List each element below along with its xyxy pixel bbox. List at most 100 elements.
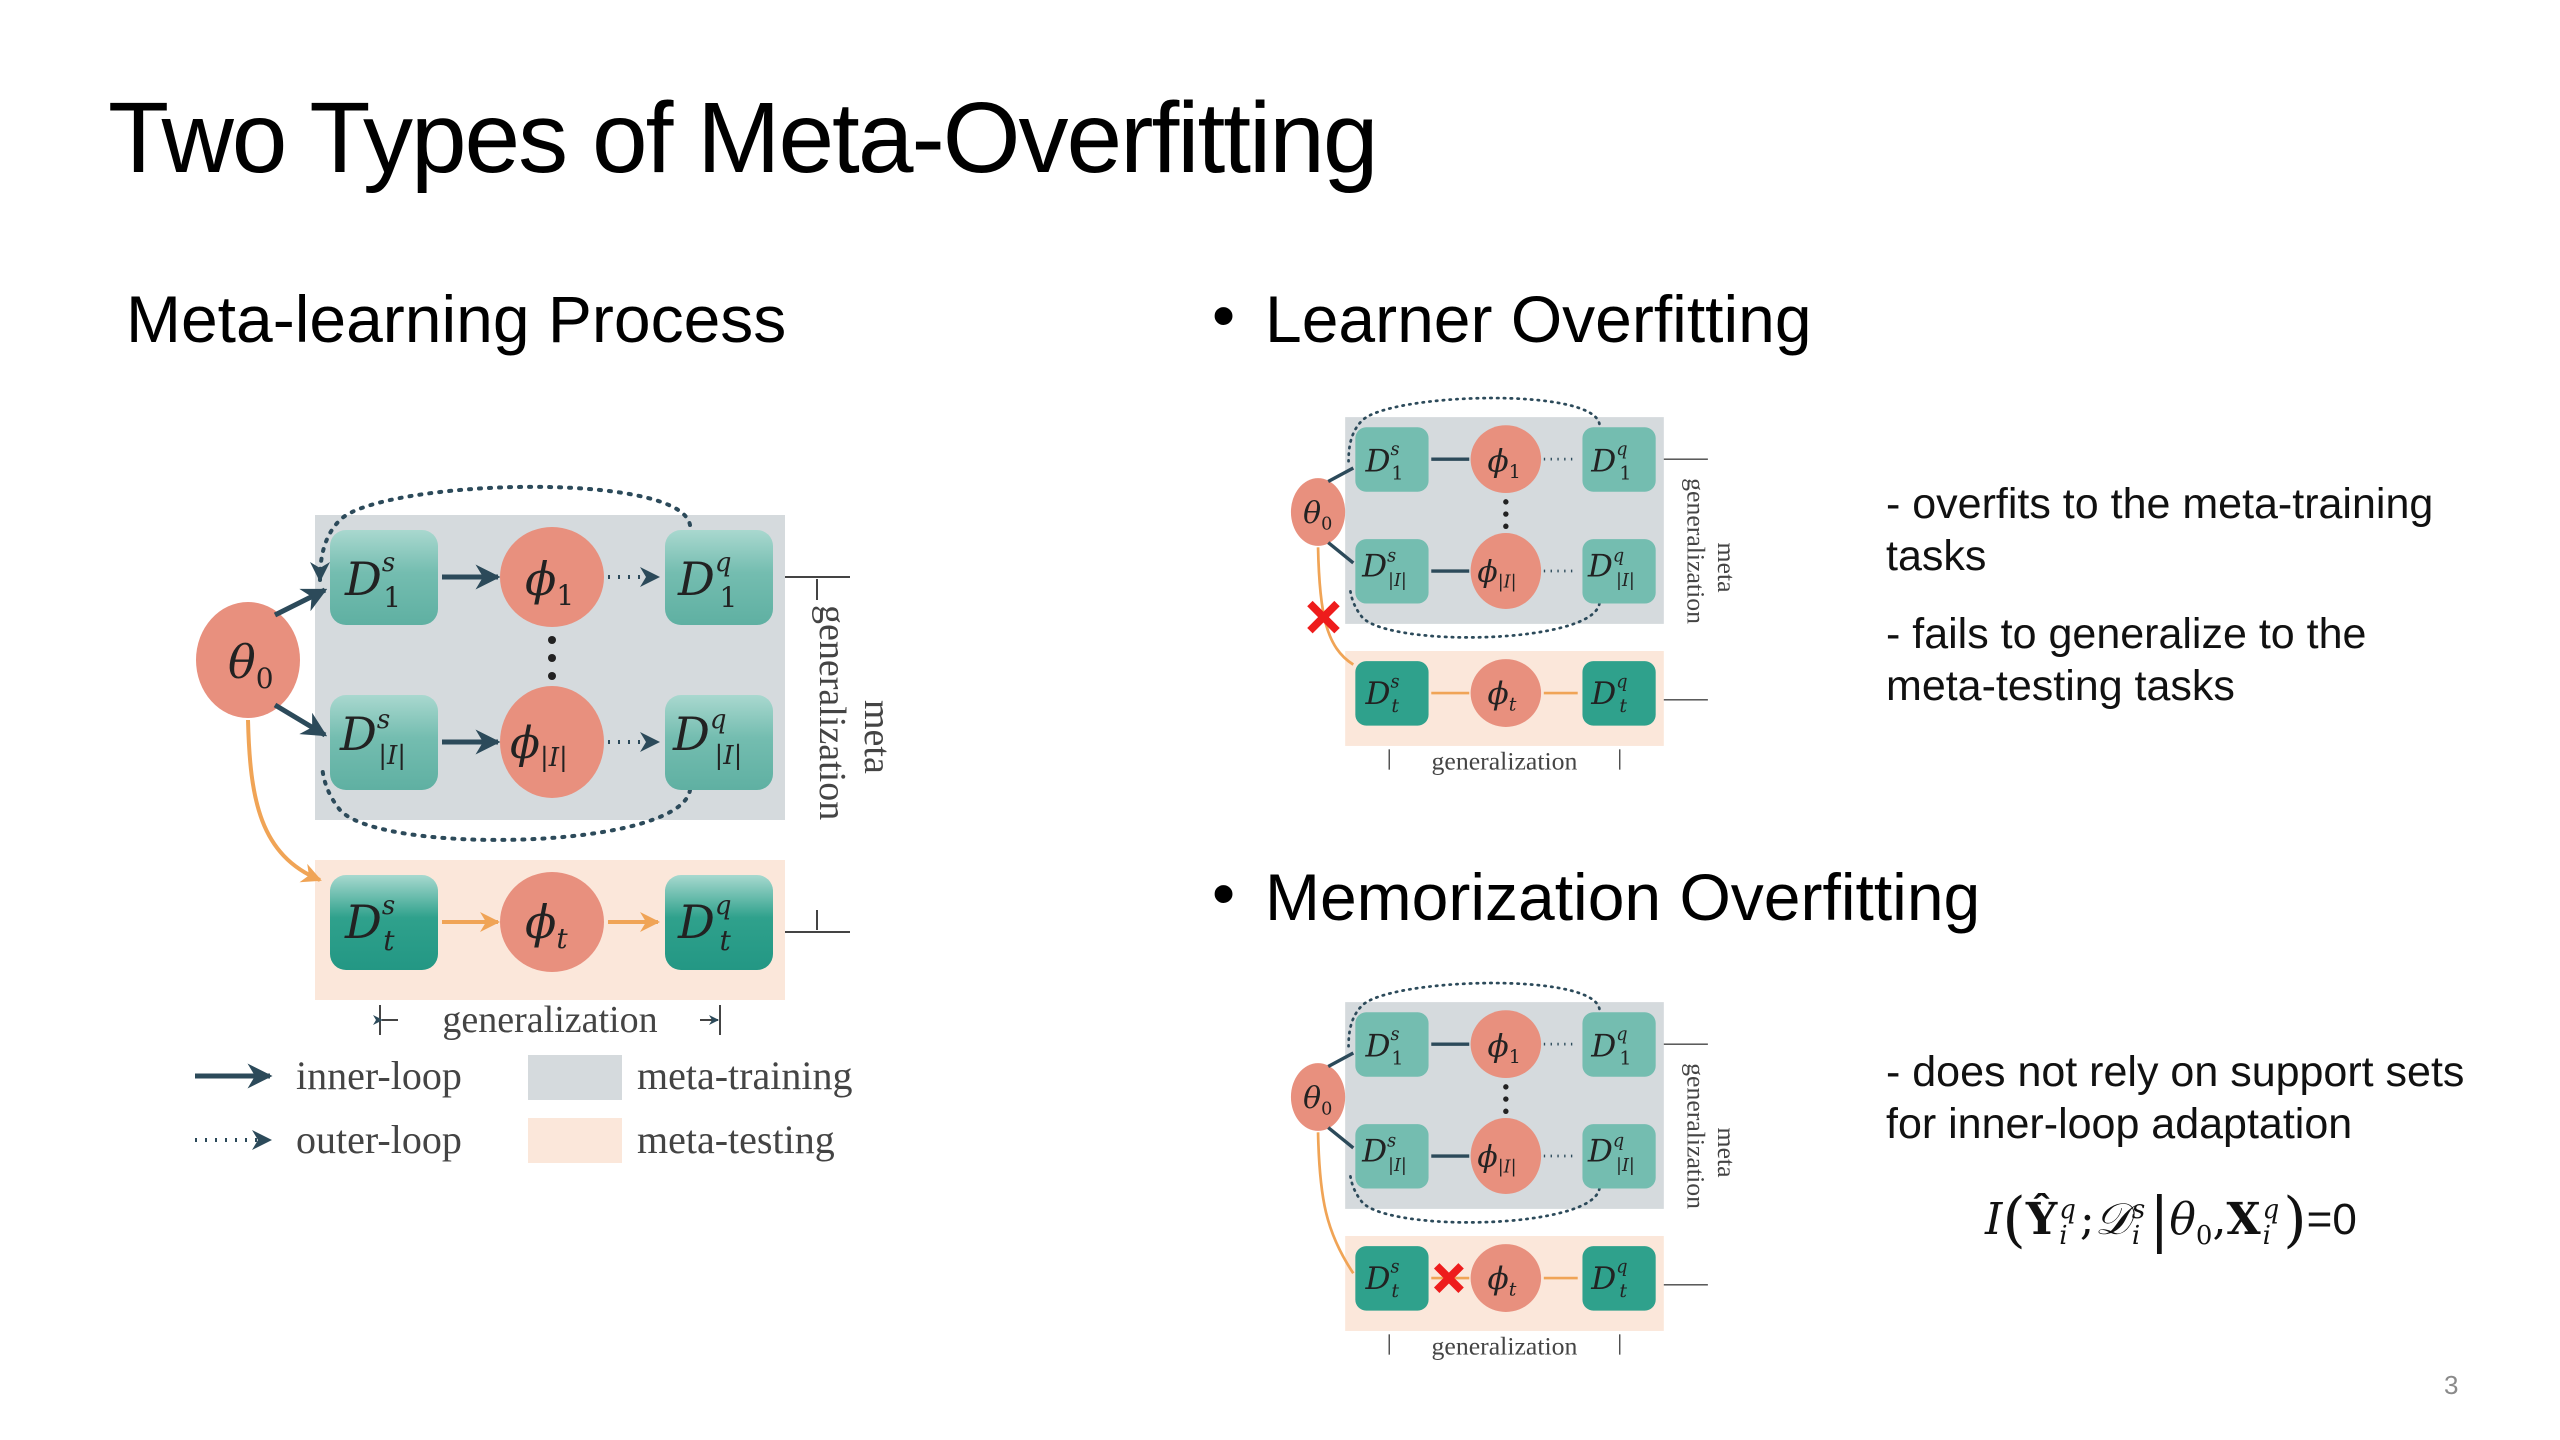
formula-I: I bbox=[1985, 1194, 2003, 1245]
meta-test-arrow-theta-to-dt bbox=[1316, 1132, 1355, 1275]
ellipsis-dot bbox=[1503, 1084, 1509, 1090]
page-number: 3 bbox=[2444, 1370, 2459, 1400]
legend-meta-testing-label: meta-testing bbox=[637, 1117, 835, 1162]
meta-generalization-label-1: meta bbox=[1712, 543, 1741, 594]
d1-query-box bbox=[1582, 1012, 1656, 1077]
outer-loop-arrow-top bbox=[1347, 396, 1601, 463]
dI-query-box bbox=[1582, 1124, 1656, 1189]
red-cross-icon bbox=[1433, 1263, 1464, 1293]
phiI-label: ϕ|I| bbox=[510, 718, 568, 773]
theta0-node bbox=[196, 602, 300, 718]
meta-generalization-label-2-group: generalization bbox=[1682, 1063, 1711, 1209]
inner-loop-arrow-to-dI bbox=[1327, 1126, 1355, 1150]
formula-Y-hat: Ŷ bbox=[2025, 1194, 2058, 1245]
meta-generalization-label-1-group: meta bbox=[1712, 1128, 1741, 1179]
dI-support-label: Ds|I| bbox=[1361, 1132, 1407, 1176]
slide-title: Two Types of Meta-Overfitting bbox=[108, 82, 1378, 194]
outer-loop-arrow-top bbox=[1347, 981, 1601, 1048]
dt-support-box bbox=[330, 875, 438, 970]
formula-Y-sub: i bbox=[2059, 1220, 2068, 1251]
phi1-node bbox=[500, 527, 604, 627]
phit-node bbox=[500, 872, 604, 972]
meta-generalization-label-1-group: meta bbox=[1712, 543, 1741, 594]
formula-close-paren: ) bbox=[2283, 1185, 2307, 1255]
phiI-node bbox=[1470, 1118, 1542, 1194]
outer-loop-arrow-bottom bbox=[1348, 585, 1601, 639]
phiI-label: ϕ|I| bbox=[1477, 555, 1516, 592]
ellipsis-dot bbox=[1503, 499, 1509, 505]
meta-generalization-label-group: generalization bbox=[811, 605, 853, 820]
formula-theta: θ bbox=[2169, 1194, 2196, 1245]
formula-bar: | bbox=[2149, 1185, 2170, 1255]
bullet-dot: • bbox=[1212, 856, 1236, 930]
phit-label: ϕt bbox=[525, 895, 568, 955]
formula-Y-sup: q bbox=[2059, 1194, 2076, 1225]
dt-query-box bbox=[1582, 1246, 1656, 1311]
outer-loop-arrow-bottom bbox=[1348, 1170, 1601, 1224]
dt-query-box bbox=[1582, 661, 1656, 726]
formula-comma: , bbox=[2212, 1194, 2227, 1245]
theta0-label: θ0 bbox=[228, 635, 274, 695]
d1-support-box bbox=[330, 530, 438, 625]
meta-generalization-label-2: generalization bbox=[1682, 478, 1711, 624]
formula-X-sup: q bbox=[2262, 1194, 2280, 1225]
dI-support-box bbox=[1355, 1124, 1429, 1189]
phi1-node bbox=[1470, 1010, 1542, 1079]
meta-learning-process-heading: Meta-learning Process bbox=[126, 282, 787, 356]
bullet-dot: • bbox=[1212, 278, 1236, 352]
dI-query-box bbox=[665, 695, 773, 790]
theta0-label: θ0 bbox=[1303, 1081, 1332, 1120]
phit-label: ϕt bbox=[1488, 676, 1517, 716]
legend-arrows bbox=[195, 1063, 273, 1150]
formula-D-sup: s bbox=[2131, 1194, 2146, 1225]
legend-meta-training-label: meta-training bbox=[637, 1053, 853, 1098]
formula-theta-sub: 0 bbox=[2195, 1220, 2213, 1251]
d1-query-box bbox=[665, 530, 773, 625]
dI-support-label: Ds|I| bbox=[339, 705, 406, 771]
phi1-label: ϕ1 bbox=[525, 552, 574, 612]
phiI-node bbox=[1470, 533, 1542, 609]
meta-generalization-label-2: generalization bbox=[811, 605, 853, 820]
ellipsis-dot bbox=[1503, 1096, 1509, 1102]
phi1-label: ϕ1 bbox=[1488, 443, 1521, 483]
dt-support-box bbox=[1355, 661, 1429, 726]
dI-query-label: Dq|I| bbox=[1587, 1132, 1635, 1176]
formula-rhs: =0 bbox=[2306, 1195, 2357, 1244]
memorization-overfitting-heading: Memorization Overfitting bbox=[1265, 860, 1981, 934]
memorization-note-1: - does not rely on support sets for inne… bbox=[1886, 1048, 2465, 1148]
meta-generalization-label-1-group: meta bbox=[856, 700, 898, 774]
dI-query-box bbox=[1582, 539, 1656, 604]
inner-loop-arrow-to-d1 bbox=[1327, 1051, 1355, 1069]
inner-loop-arrow-to-d1 bbox=[1327, 466, 1355, 484]
meta-generalization-label-2-group: generalization bbox=[1682, 478, 1711, 624]
red-cross-icon bbox=[1307, 600, 1340, 634]
inner-loop-arrow-to-d1 bbox=[273, 587, 328, 618]
learner-overfitting-heading: Learner Overfitting bbox=[1265, 282, 1812, 356]
formula-D-sub: i bbox=[2131, 1220, 2141, 1251]
d1-support-box bbox=[1355, 427, 1429, 492]
formula-X: X bbox=[2226, 1194, 2261, 1245]
formula-D: 𝒟 bbox=[2094, 1194, 2130, 1245]
ellipsis-dot bbox=[548, 672, 556, 680]
generalization-label: generalization bbox=[1432, 747, 1578, 776]
legend-meta-training-swatch bbox=[528, 1055, 622, 1100]
generalization-label: generalization bbox=[442, 999, 657, 1041]
dI-support-box bbox=[330, 695, 438, 790]
theta0-label: θ0 bbox=[1303, 496, 1332, 535]
dt-query-box bbox=[665, 875, 773, 970]
legend-meta-testing-swatch bbox=[528, 1118, 622, 1163]
meta-test-arrow-theta-to-dt bbox=[246, 719, 322, 883]
phi1-node bbox=[1470, 425, 1542, 494]
phiI-node bbox=[500, 686, 604, 798]
